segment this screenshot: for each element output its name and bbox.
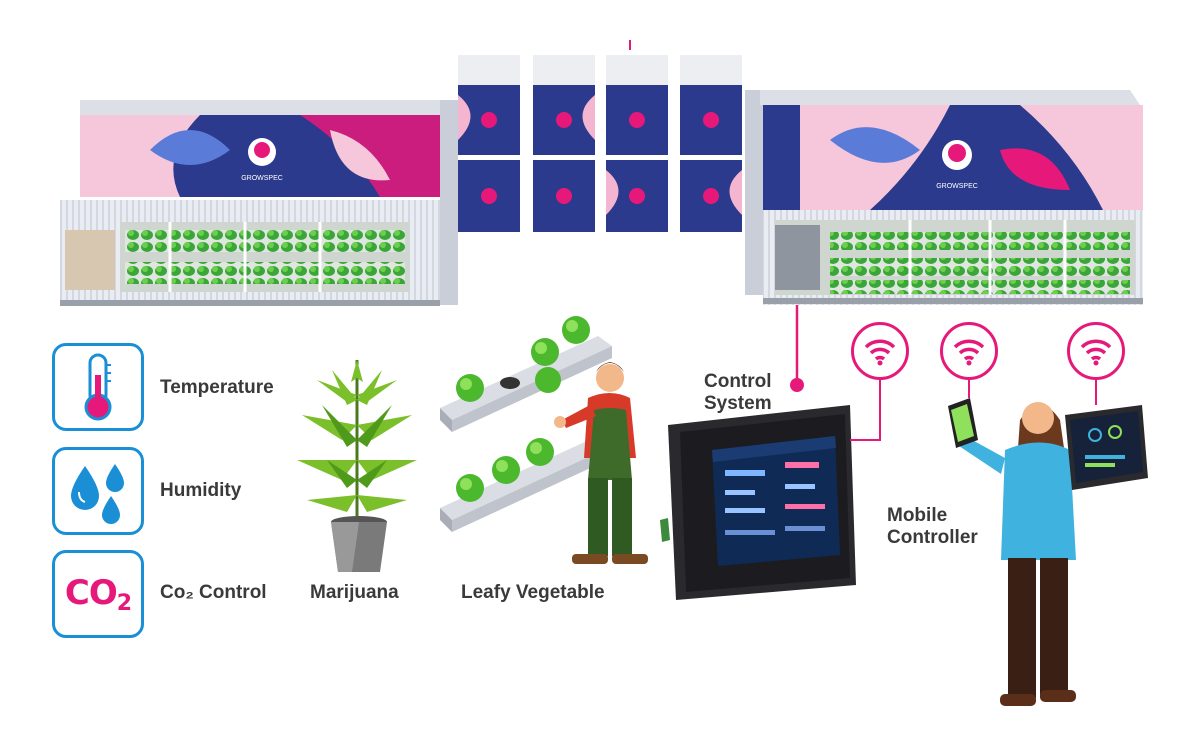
mobile-controller-label: Mobile Controller xyxy=(887,505,978,549)
woman-figure xyxy=(948,398,1148,706)
farmer-figure xyxy=(554,362,648,564)
svg-text:GROWSPEC: GROWSPEC xyxy=(936,183,978,190)
leafy-vegetable-label: Leafy Vegetable xyxy=(461,582,605,603)
hydroponic-racks xyxy=(440,316,612,532)
stacked-containers xyxy=(458,55,742,232)
control-system-label: Control System xyxy=(704,371,772,415)
svg-text:GROWSPEC: GROWSPEC xyxy=(241,175,283,182)
control-panel xyxy=(660,405,856,600)
temperature-icon-box xyxy=(52,343,144,431)
marijuana-plant xyxy=(297,360,417,572)
left-container: GROWSPEC xyxy=(60,100,458,306)
temperature-label: Temperature xyxy=(160,377,274,398)
humidity-icon-box xyxy=(52,447,144,535)
wifi-icon-control xyxy=(851,322,909,380)
control-label-line1: Control xyxy=(704,371,772,392)
right-container: GROWSPEC xyxy=(745,90,1143,305)
co2-icon-box: CO2 xyxy=(52,550,144,638)
mobile-label-line1: Mobile xyxy=(887,505,948,526)
co2-control-label: Co₂ Control xyxy=(160,582,267,603)
wifi-icon-phone xyxy=(940,322,998,380)
wifi-icon xyxy=(953,339,985,366)
wifi-icon-tablet xyxy=(1067,322,1125,380)
wifi-icon xyxy=(1080,339,1112,366)
control-label-line2: System xyxy=(704,393,772,414)
thermometer-icon xyxy=(84,353,112,421)
wifi-icon xyxy=(864,339,896,366)
water-drops-icon xyxy=(71,464,124,524)
mobile-label-line2: Controller xyxy=(887,527,978,548)
marijuana-label: Marijuana xyxy=(310,582,399,603)
co2-icon: CO2 xyxy=(64,572,132,616)
humidity-label: Humidity xyxy=(160,480,242,501)
